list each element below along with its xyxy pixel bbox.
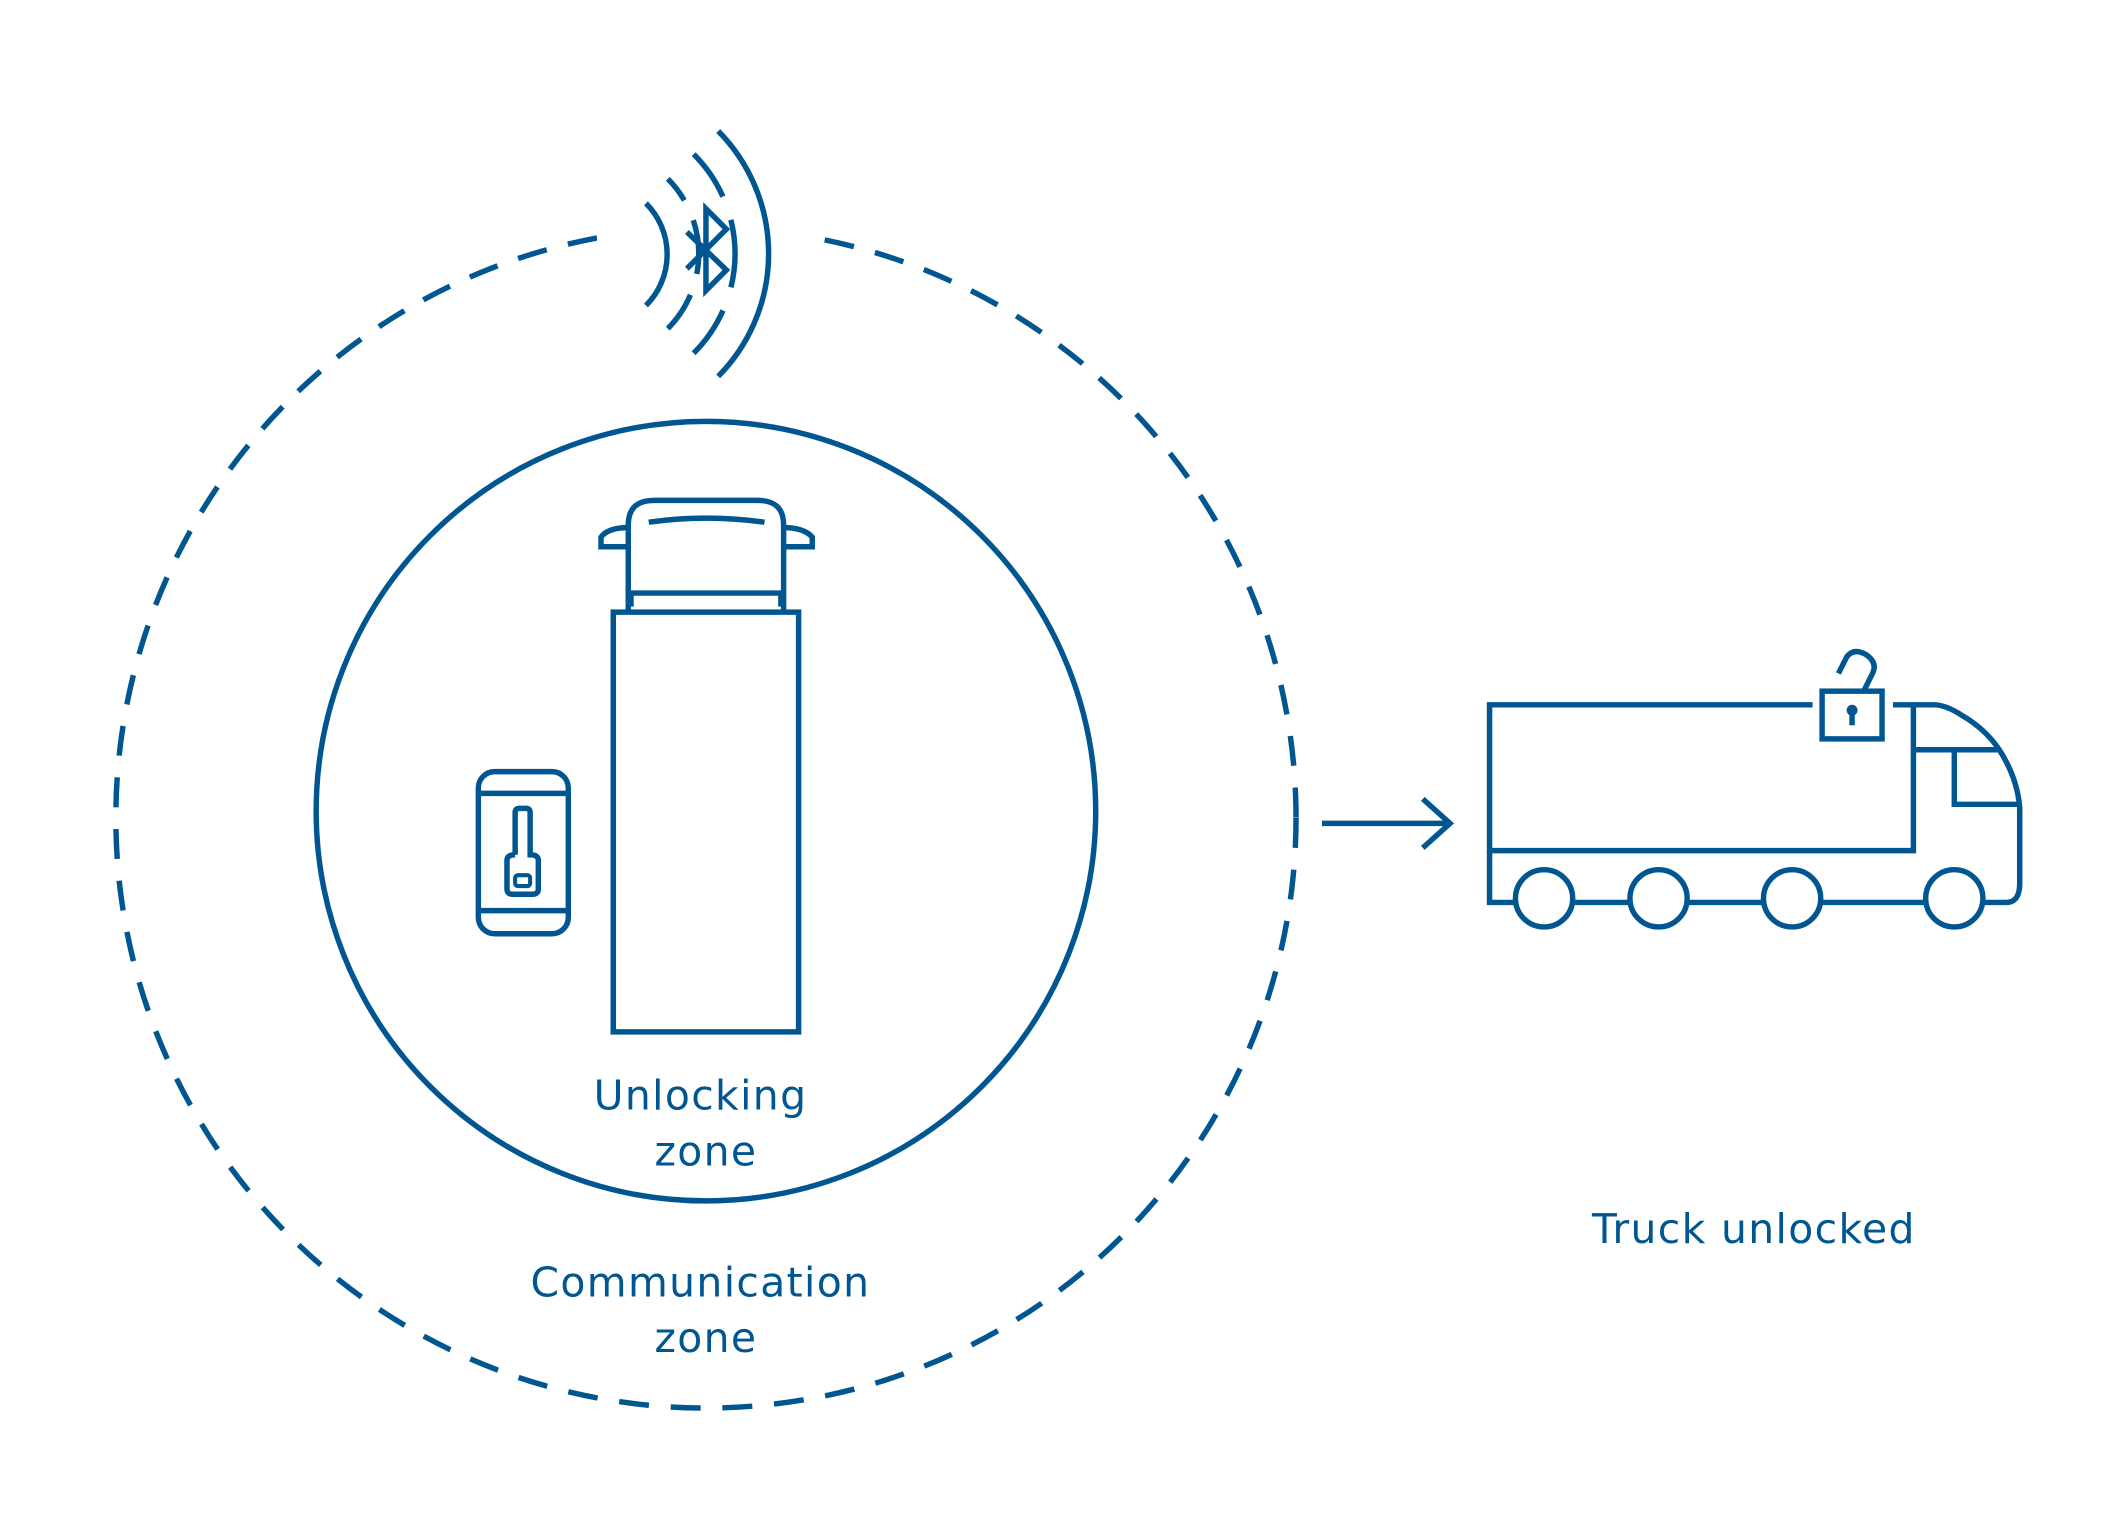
communication-zone-circle xyxy=(113,204,1299,1411)
unlocked-padlock-icon xyxy=(1819,648,1885,742)
communication-zone-label-line2: zone xyxy=(654,1314,757,1362)
unlocking-zone-label-line1: Unlocking xyxy=(594,1072,808,1120)
signal-waves-icon xyxy=(644,129,772,379)
truck-status-label: Truck unlocked xyxy=(1591,1205,1916,1253)
unlocking-zone-label-line2: zone xyxy=(654,1127,757,1175)
smartphone-key-icon xyxy=(475,768,572,937)
vehicle-top-view-icon xyxy=(598,497,815,1035)
bluetooth-icon xyxy=(684,202,731,298)
truck-icon xyxy=(1486,702,2023,930)
unlocking-zone-circle xyxy=(313,418,1099,1204)
arrow-right-icon xyxy=(1321,796,1455,850)
communication-zone-label-line1: Communication xyxy=(531,1258,871,1306)
